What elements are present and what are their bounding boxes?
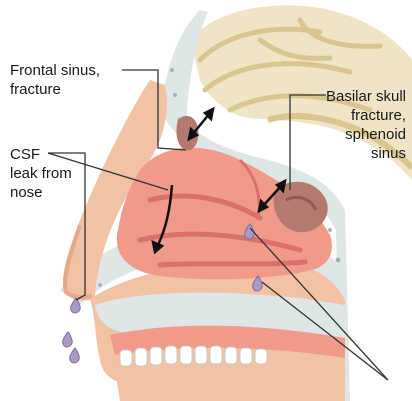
csf-leak-label: CSF leak from nose [10,145,72,202]
basilar-skull-label: Basilar skull fracture, sphenoid sinus [326,87,406,163]
csf-drop [70,348,79,363]
csf-drop [63,332,72,347]
frontal-sinus-label: Frontal sinus, fracture [10,61,100,99]
